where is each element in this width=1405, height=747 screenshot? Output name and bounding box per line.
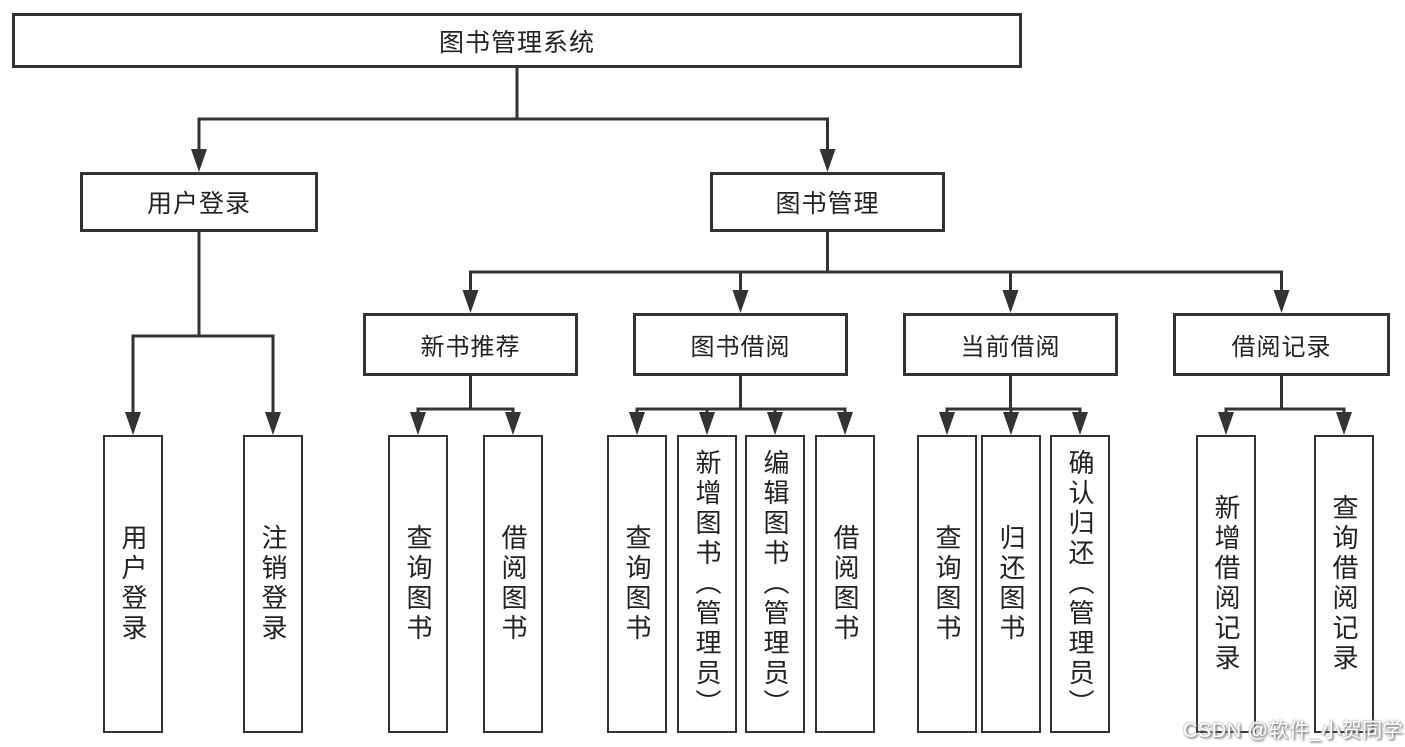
csdn-watermark: CSDN @软件_小贺同学 (1183, 720, 1404, 742)
leaf-query-books-recommend: 查询图书 (388, 435, 448, 733)
node-book-borrowing: 图书借阅 (633, 313, 848, 376)
leaf-query-books-current-label: 查询图书 (932, 524, 962, 644)
arrow-down-icon (819, 149, 836, 172)
leaf-borrow-books-recommend: 借阅图书 (483, 435, 543, 733)
leaf-confirm-return-admin-label: 确认归还（管理员） (1065, 449, 1095, 719)
arrow-down-icon (125, 412, 141, 435)
leaf-borrow-books-borrowing: 借阅图书 (815, 435, 875, 733)
leaf-borrow-books-borrowing-label: 借阅图书 (830, 524, 860, 644)
node-current-borrowing: 当前借阅 (903, 313, 1118, 376)
leaf-add-borrow-record: 新增借阅记录 (1196, 435, 1256, 733)
arrow-down-icon (767, 412, 783, 435)
arrow-down-icon (699, 412, 715, 435)
arrow-down-icon (939, 412, 955, 435)
leaf-add-borrow-record-label: 新增借阅记录 (1211, 494, 1241, 674)
leaf-query-books-borrowing: 查询图书 (607, 435, 667, 733)
node-library-system-label: 图书管理系统 (438, 28, 595, 57)
node-library-system: 图书管理系统 (12, 13, 1022, 68)
node-new-book-recommend-label: 新书推荐 (420, 334, 521, 361)
leaf-query-borrow-record: 查询借阅记录 (1314, 435, 1374, 733)
leaf-add-books-admin-label: 新增图书（管理员） (692, 449, 722, 719)
leaf-user-login-label: 用户登录 (118, 524, 148, 644)
arrow-down-icon (629, 412, 645, 435)
arrow-down-icon (1336, 412, 1352, 435)
arrow-down-icon (265, 412, 281, 435)
node-borrowing-records: 借阅记录 (1173, 313, 1390, 376)
node-borrowing-records-label: 借阅记录 (1231, 334, 1332, 361)
node-book-borrowing-label: 图书借阅 (690, 334, 791, 361)
leaf-query-books-current: 查询图书 (917, 435, 977, 733)
leaf-edit-books-admin: 编辑图书（管理员） (745, 435, 805, 733)
leaf-return-books-label: 归还图书 (996, 524, 1026, 644)
leaf-logout: 注销登录 (243, 435, 303, 733)
arrow-down-icon (1072, 412, 1088, 435)
leaf-query-books-borrowing-label: 查询图书 (622, 524, 652, 644)
arrow-down-icon (732, 290, 749, 313)
leaf-query-books-recommend-label: 查询图书 (403, 524, 433, 644)
leaf-return-books: 归还图书 (981, 435, 1041, 733)
node-book-management-label: 图书管理 (775, 190, 880, 218)
arrow-down-icon (1003, 412, 1019, 435)
node-new-book-recommend: 新书推荐 (363, 313, 578, 376)
leaf-user-login: 用户登录 (103, 435, 163, 733)
arrow-down-icon (1218, 412, 1234, 435)
arrow-down-icon (462, 290, 479, 313)
arrow-down-icon (191, 149, 207, 172)
leaf-logout-label: 注销登录 (258, 524, 288, 644)
arrow-down-icon (837, 412, 853, 435)
arrow-down-icon (410, 412, 426, 435)
arrow-down-icon (505, 412, 521, 435)
node-book-management: 图书管理 (710, 172, 945, 232)
leaf-query-borrow-record-label: 查询借阅记录 (1329, 494, 1359, 674)
node-user-login: 用户登录 (80, 172, 318, 232)
leaf-add-books-admin: 新增图书（管理员） (677, 435, 737, 733)
node-user-login-label: 用户登录 (146, 190, 251, 218)
leaf-edit-books-admin-label: 编辑图书（管理员） (760, 449, 790, 719)
leaf-borrow-books-recommend-label: 借阅图书 (498, 524, 528, 644)
leaf-confirm-return-admin: 确认归还（管理员） (1050, 435, 1110, 733)
arrow-down-icon (1273, 290, 1290, 313)
arrow-down-icon (1002, 290, 1019, 313)
node-current-borrowing-label: 当前借阅 (960, 334, 1061, 361)
connector-lines (131, 66, 1346, 416)
